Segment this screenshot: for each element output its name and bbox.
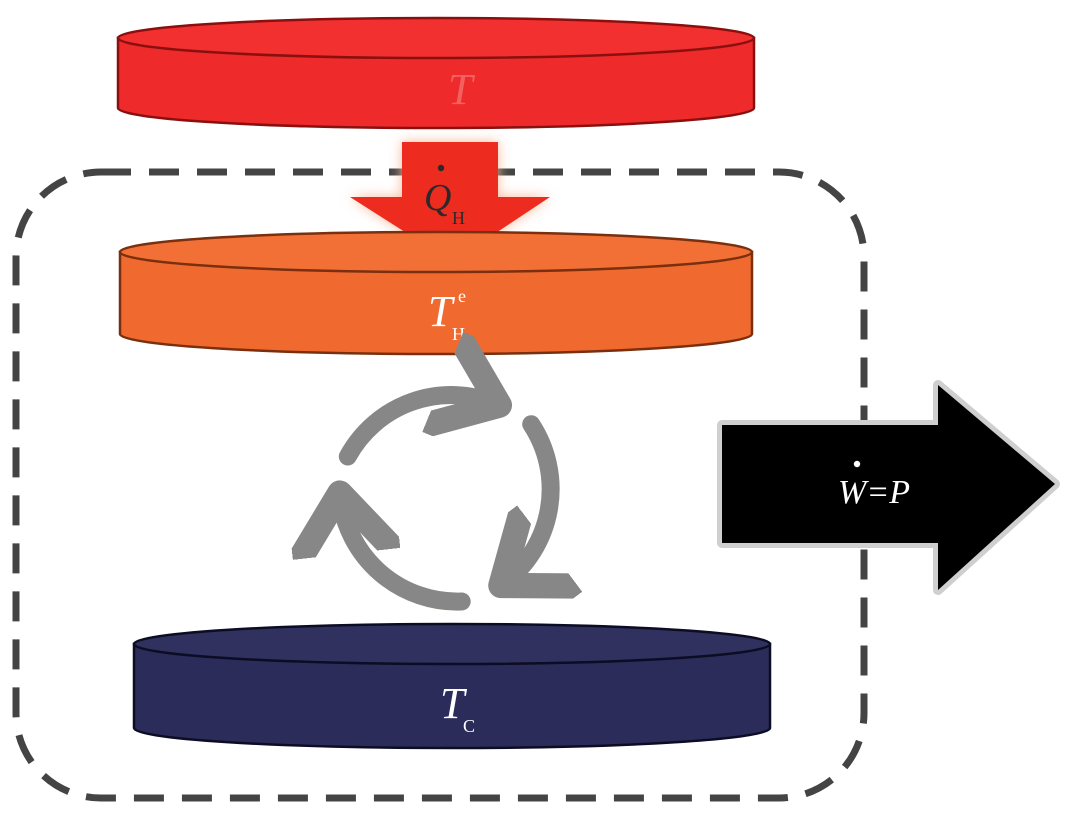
work-output-arrow: W=P [717, 380, 1060, 595]
hot-reservoir-label: T [448, 65, 476, 114]
heat-flow-arrow: Q H [350, 142, 550, 262]
engine-hot-superscript: e [458, 286, 466, 306]
cycle-arrows-icon [340, 395, 550, 611]
cold-reservoir-subscript: C [463, 716, 475, 736]
hot-reservoir: T [116, 16, 756, 130]
heat-flow-symbol: Q [424, 177, 451, 219]
heat-flow-subscript: H [452, 208, 465, 228]
dot-accent [853, 460, 861, 468]
engine-hot-side: T H e [118, 230, 754, 356]
dot-accent [437, 164, 445, 172]
work-symbol: W=P [838, 474, 910, 511]
engine-hot-symbol: T [428, 287, 456, 336]
cold-reservoir-symbol: T [440, 679, 468, 728]
engine-hot-subscript: H [452, 324, 465, 344]
cold-reservoir: T C [132, 622, 772, 750]
